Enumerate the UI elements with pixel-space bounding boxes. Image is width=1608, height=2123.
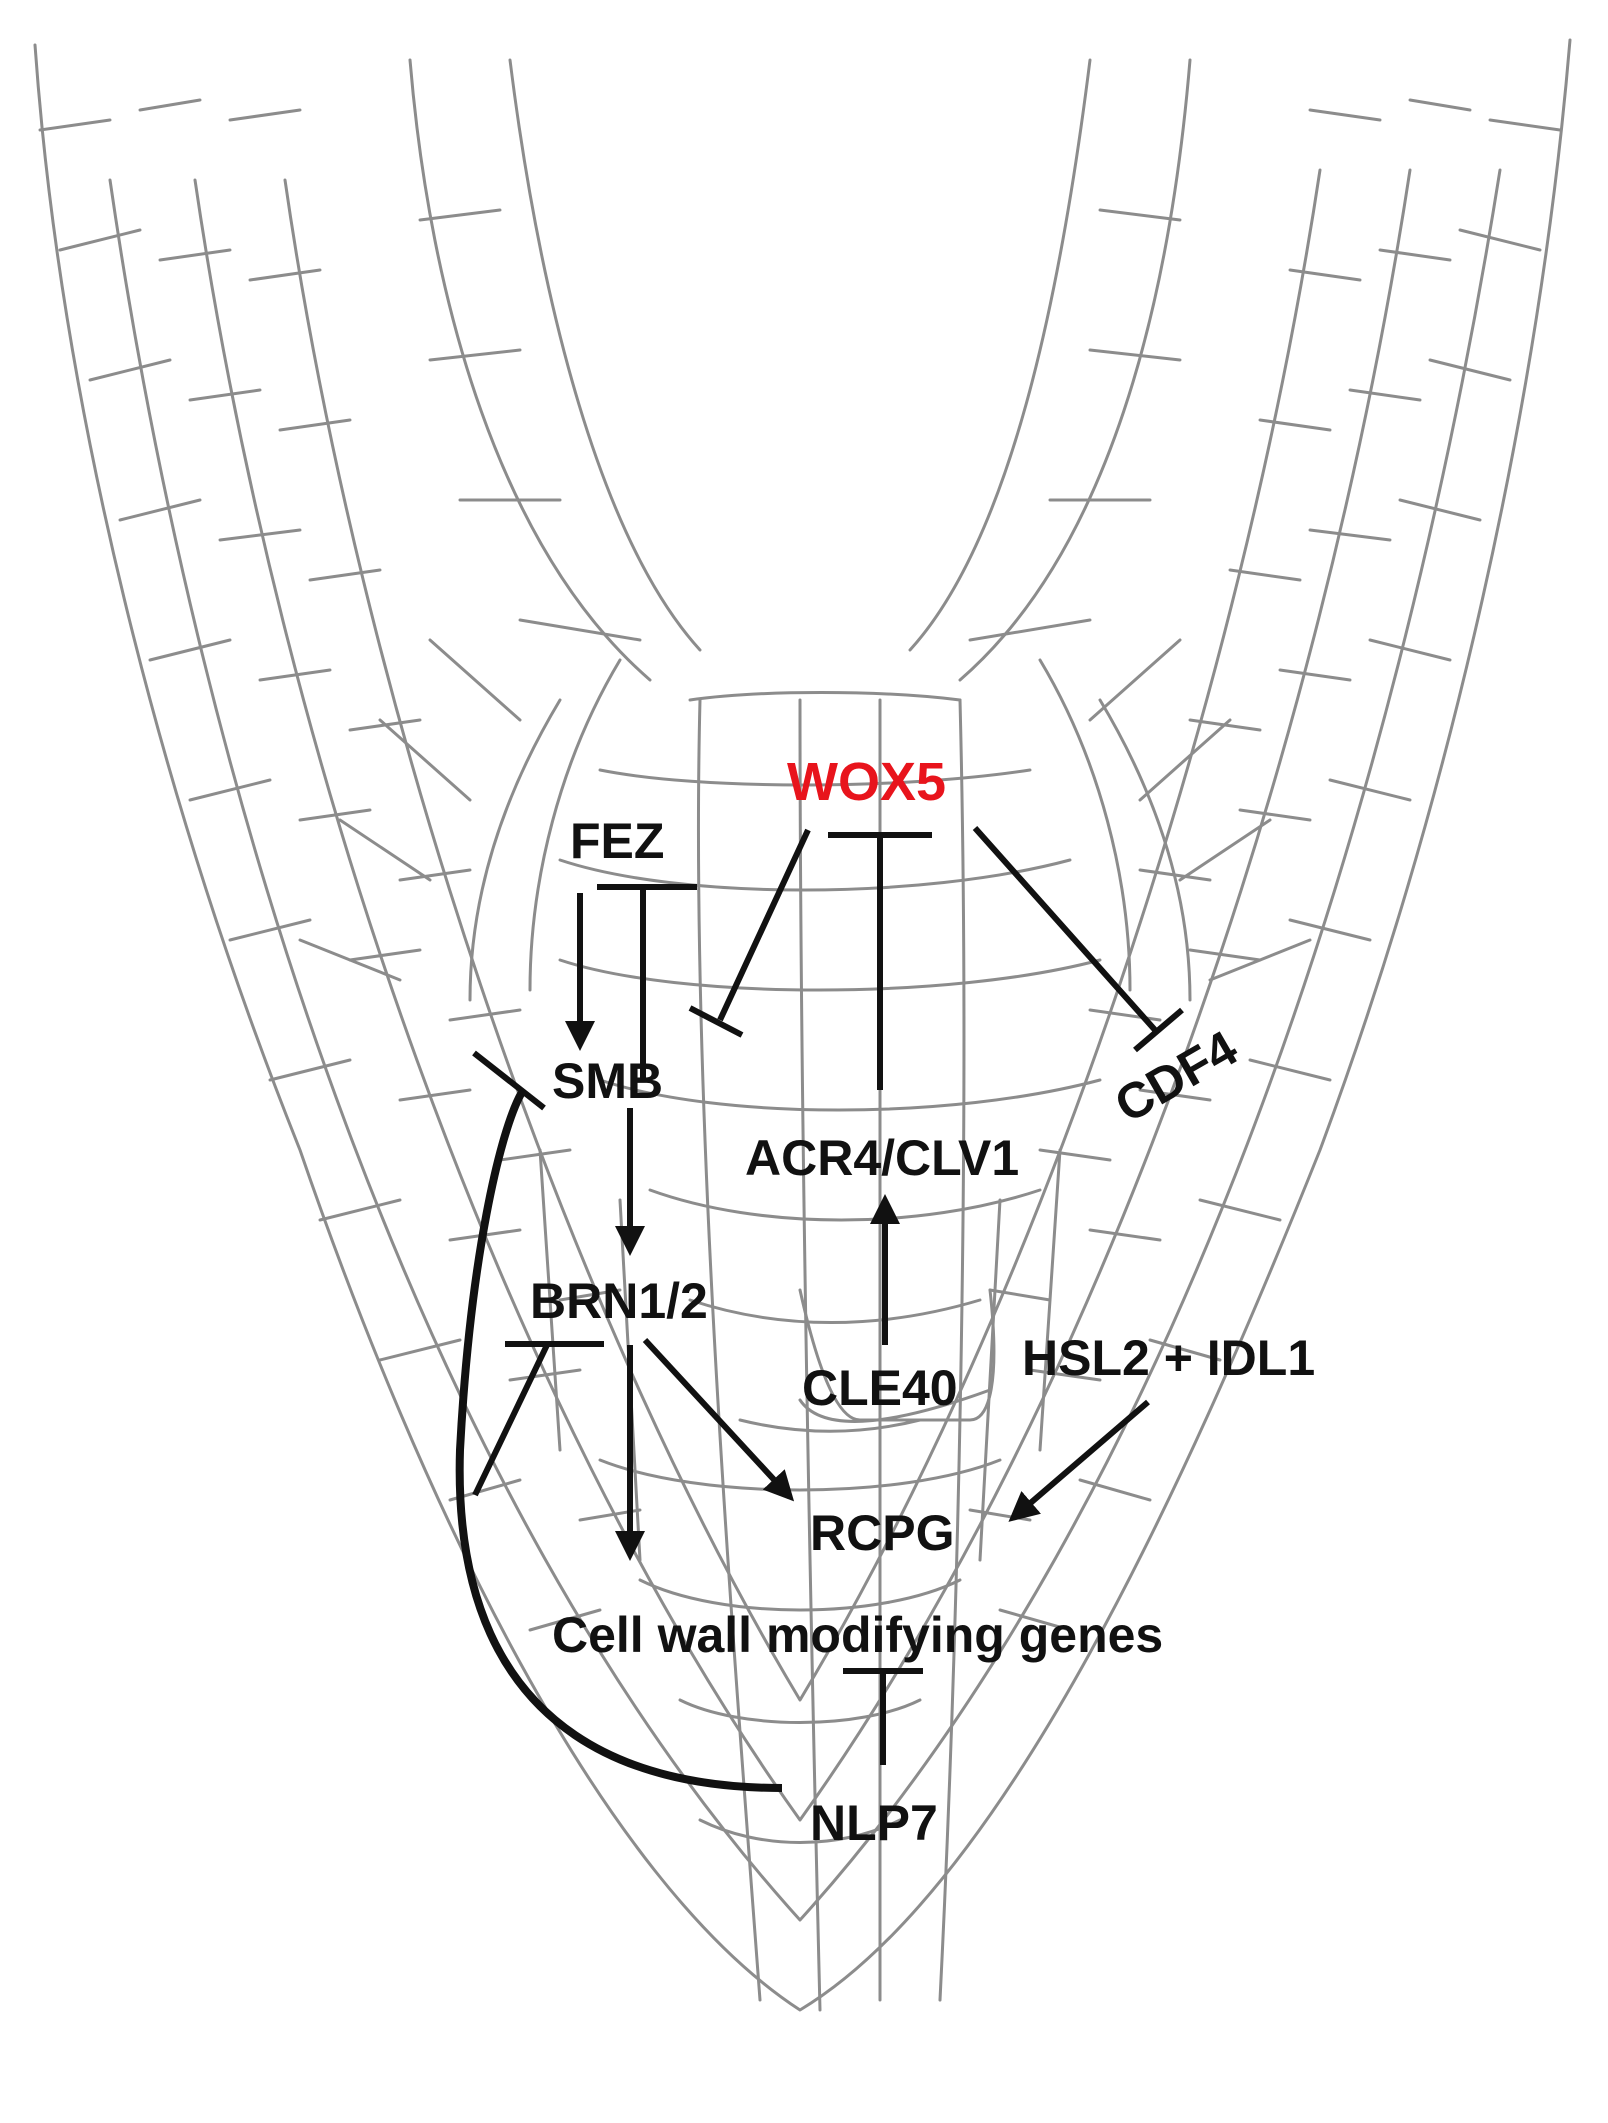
label-cell-wall-genes: Cell wall modifying genes bbox=[552, 1607, 1163, 1663]
root-cell-outline bbox=[33, 38, 1572, 2012]
edge-wox5-represses-cdf4-bar bbox=[1133, 1007, 1184, 1053]
edge-wox5-represses-smb bbox=[717, 828, 811, 1022]
edge-nlp7-represses-smb bbox=[455, 1089, 783, 1792]
label-wox5: WOX5 bbox=[787, 752, 946, 812]
regulatory-edges bbox=[455, 826, 1184, 1792]
label-acr4-clv1: ACR4/CLV1 bbox=[745, 1130, 1019, 1186]
edge-hsl2idl1-activates-rcpg bbox=[1008, 1399, 1150, 1522]
label-cle40: CLE40 bbox=[802, 1360, 958, 1416]
node-labels: WOX5 FEZ SMB CDF4 ACR4/CLV1 BRN1/2 CLE40… bbox=[530, 752, 1315, 1851]
edge-nlp7-represses-smb-bar bbox=[472, 1050, 546, 1111]
edge-brn12-activates-rcpg bbox=[642, 1337, 795, 1502]
label-fez: FEZ bbox=[570, 813, 664, 869]
label-brn1-2: BRN1/2 bbox=[530, 1273, 708, 1329]
edge-wox5-represses-smb-bar bbox=[688, 1005, 744, 1038]
edge-wox5-represses-cdf4 bbox=[972, 826, 1158, 1032]
label-smb: SMB bbox=[552, 1053, 663, 1109]
label-hsl2-idl1: HSL2 + IDL1 bbox=[1022, 1330, 1315, 1386]
label-cdf4: CDF4 bbox=[1106, 1020, 1247, 1134]
edge-nlp7-represses-brn12 bbox=[472, 1343, 550, 1497]
label-rcpg: RCPG bbox=[810, 1505, 954, 1561]
label-nlp7: NLP7 bbox=[810, 1795, 938, 1851]
